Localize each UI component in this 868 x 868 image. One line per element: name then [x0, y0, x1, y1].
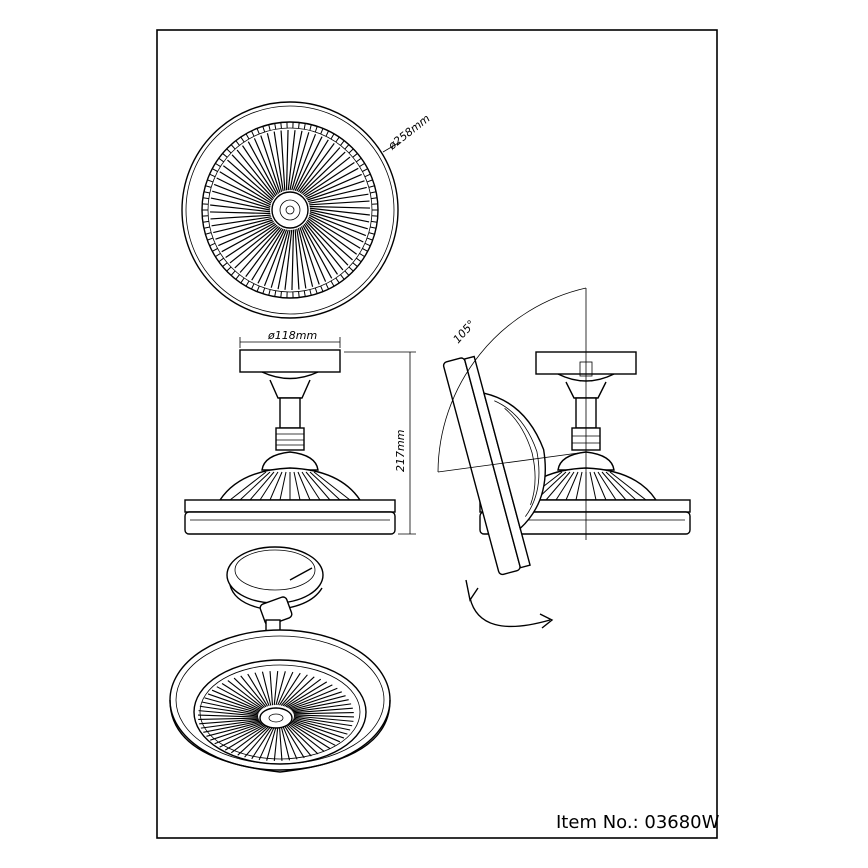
top-view-hub	[271, 191, 309, 229]
tilt-angle-arc	[437, 287, 587, 473]
tilted-fan-head	[442, 355, 546, 576]
top-view: ø258mm	[181, 101, 433, 319]
tilt-view: 105°	[437, 287, 691, 629]
side-view-rod	[279, 397, 301, 429]
diameter-base-label: ø118mm	[267, 329, 317, 342]
side-view-ring	[184, 511, 396, 535]
tilt-angle-label: 105°	[451, 318, 478, 346]
diameter-leader	[382, 141, 401, 153]
side-view-joint	[275, 427, 305, 451]
perspective-view	[169, 546, 391, 773]
sheet-border	[156, 29, 718, 839]
top-view-grille	[202, 122, 378, 298]
side-view: ø118mm 217mm	[184, 329, 416, 535]
side-view-mount-base	[239, 349, 341, 373]
perspective-mount	[226, 546, 324, 604]
rotation-arrow	[469, 597, 551, 628]
diameter-outer-label: ø258mm	[385, 112, 433, 153]
height-label: 217mm	[394, 430, 407, 472]
top-view-outer-ring	[181, 101, 399, 319]
item-number-label: Item No.: 03680W	[556, 812, 720, 833]
